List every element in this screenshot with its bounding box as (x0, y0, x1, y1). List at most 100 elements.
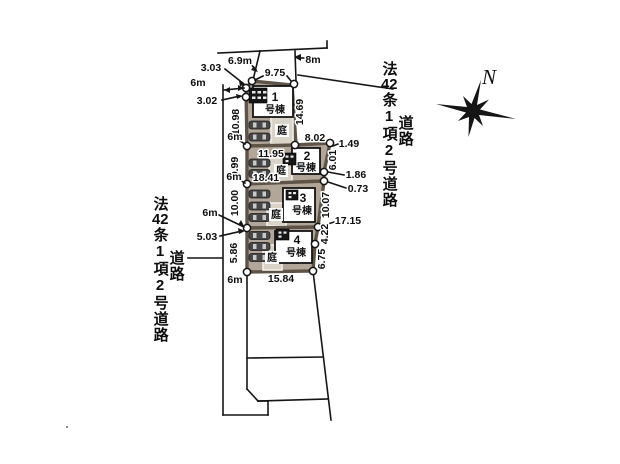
car-window (253, 215, 257, 220)
dimension-labels: 6.9m 8m 9.75 3.03 6m 3.02 10.98 14.69 6m… (189, 53, 370, 288)
car-body (248, 213, 271, 222)
car-body (248, 242, 271, 251)
porch-window-icon (278, 235, 282, 238)
car-window (262, 171, 266, 176)
dim-lot4-front-b: 5.86 (228, 243, 240, 264)
porch-window-icon (285, 155, 289, 158)
road-char: 路 (167, 266, 185, 282)
porch-window-icon (290, 155, 294, 158)
dim-lot3-front: 10.00 (229, 190, 241, 216)
car-window (253, 122, 257, 128)
porch-window-icon (293, 192, 296, 195)
car-window (262, 215, 266, 220)
car-window (262, 255, 266, 260)
regulation-char: 2 (380, 142, 398, 160)
leader-1.49 (331, 142, 340, 148)
porch-window-icon (257, 96, 261, 99)
leader-1.86 (327, 171, 345, 176)
top-boundary-lines (217, 40, 394, 90)
survey-point (290, 140, 300, 150)
regulation-char: 1 (151, 243, 169, 261)
garden-label-box (269, 208, 283, 221)
regulation-char: 条 (380, 92, 398, 108)
building-2-porch (282, 152, 297, 166)
building-3-porch (285, 189, 299, 201)
garden-label-box (275, 124, 289, 137)
dim-lot2-top-b: 8.02 (305, 132, 326, 144)
regulation-road-label-left: 法42条1項2号道路 (151, 196, 169, 343)
car-icon (248, 169, 271, 178)
building-1-porch (248, 87, 268, 104)
road-char: 道 (167, 250, 185, 266)
regulation-char: 法 (380, 61, 398, 77)
car-window (253, 134, 257, 140)
top-boundary-line (217, 47, 328, 54)
dim-road-w4: 6m (202, 207, 217, 219)
neighbor-right-edge (294, 50, 297, 82)
car-window (253, 160, 257, 166)
arrowhead-icon (236, 94, 243, 99)
car-window (262, 203, 266, 209)
porch-window-icon (283, 231, 287, 234)
dim-road-w1: 6m (190, 77, 205, 89)
regulation-char: 2 (151, 277, 169, 295)
car-icon (248, 201, 271, 211)
garden-label: 庭 (277, 124, 288, 137)
road-corner-diagonal (245, 387, 260, 403)
car-icon (248, 213, 271, 222)
speck (66, 426, 68, 428)
car-body (248, 189, 271, 199)
building-4-number: 4 (294, 233, 301, 247)
garden-label: 庭 (271, 208, 282, 221)
car-window (253, 233, 257, 238)
tick-9.75-right (285, 74, 293, 83)
dim-lot1-front-b: 10.98 (230, 109, 242, 135)
regulation-char: 号 (380, 160, 398, 176)
garden-label: 庭 (267, 251, 278, 264)
car-window (262, 244, 266, 249)
dim-lot4-front-a: 5.03 (197, 231, 218, 243)
regulation-road-label-right: 法42条1項2号道路 (380, 61, 398, 208)
car-window (253, 255, 257, 260)
road-word-left: 道路 (167, 250, 185, 282)
regulation-char: 道 (151, 311, 169, 327)
regulation-char: 42 (152, 212, 169, 227)
arrowhead-icon (251, 66, 258, 72)
survey-point (242, 179, 252, 189)
car-window (253, 244, 257, 249)
arrowhead-icon (238, 228, 245, 234)
dim-lot4-bottom: 15.84 (268, 273, 294, 285)
car-window (262, 191, 266, 197)
car-window (253, 171, 257, 176)
empty-lot-right-boundary (312, 270, 332, 421)
garden-label: 庭 (276, 164, 287, 177)
car-body (248, 120, 271, 130)
survey-point (308, 266, 318, 276)
arrowhead-icon (238, 220, 245, 228)
dim-lot3-bottom: 17.15 (335, 215, 361, 227)
porch-window-icon (288, 196, 292, 199)
leader-3.03 (223, 67, 246, 86)
leader-6m-mid (217, 213, 244, 228)
survey-point (289, 79, 299, 89)
regulation-char: 項 (380, 126, 398, 142)
porch-window-icon (257, 91, 261, 94)
lot-3: 3 号棟 庭 (245, 179, 326, 230)
survey-point (242, 267, 252, 277)
car-window (262, 134, 266, 140)
survey-point (241, 92, 251, 102)
porch-window-icon (285, 160, 289, 163)
arrowhead-icon (224, 87, 230, 93)
building-2-suffix: 号棟 (296, 161, 317, 174)
dim-corner-cut: 3.03 (201, 62, 222, 74)
regulation-char: 42 (381, 77, 398, 92)
regulation-char: 1 (380, 108, 398, 126)
porch-window-icon (263, 91, 267, 94)
survey-point (325, 138, 335, 148)
porch-window-icon (263, 96, 267, 99)
building-4-suffix: 号棟 (286, 246, 307, 259)
survey-point (319, 176, 329, 186)
dim-neighbor-left: 6.9m (228, 55, 252, 67)
